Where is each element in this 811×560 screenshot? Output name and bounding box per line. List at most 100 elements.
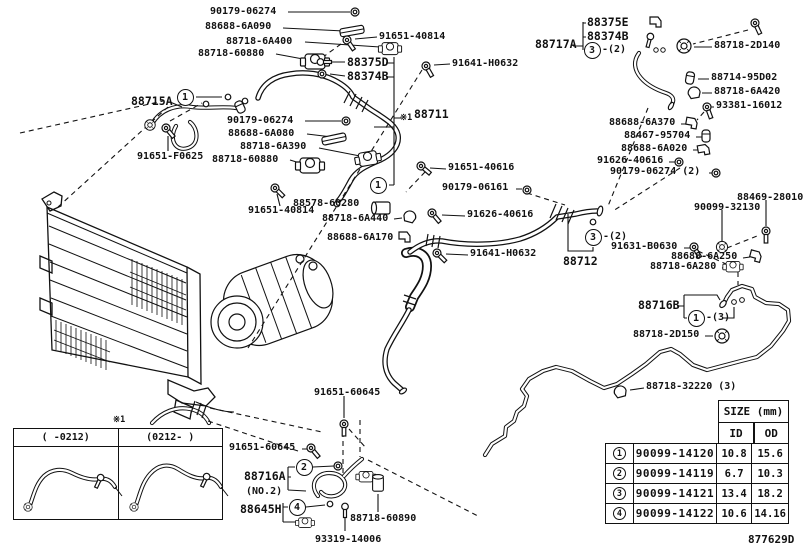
part-label: 88715A: [131, 94, 173, 108]
ref-number-circle: 2: [612, 467, 626, 481]
part-label: 93319-14006: [315, 534, 382, 545]
part-label: 93381-16012: [716, 100, 783, 111]
part-label: 88718-6A390: [240, 141, 307, 152]
size-table-cell-ref: 4: [605, 503, 634, 524]
size-table-id-header: ID: [718, 421, 754, 445]
dashed-reference-lines: [19, 29, 758, 517]
part-label: 90179-06161: [442, 182, 509, 193]
part-label: 88712: [563, 254, 598, 268]
part-label: 88718-6A280: [650, 261, 717, 272]
part-label: 88718-60880: [212, 154, 279, 165]
size-table-cell-id: 10.6: [715, 503, 753, 524]
size-table-cell-part_number: 90099-14121: [632, 483, 717, 504]
inset-header-late: (0212- ): [146, 432, 195, 443]
size-table-cell-part_number: 90099-14120: [632, 443, 717, 464]
size-table-cell-od: 15.6: [751, 443, 789, 464]
part-label: 91651-60645: [314, 387, 381, 398]
callout-quantity: -(2): [603, 231, 628, 242]
part-label: 90179-06274 (2): [610, 166, 701, 177]
size-table-cell-od: 14.16: [751, 503, 789, 524]
document-code: 877629D: [748, 533, 795, 546]
size-table-cell-od: 18.2: [751, 483, 789, 504]
part-label: ※1: [400, 113, 413, 123]
part-label: 88688-6A370: [609, 117, 676, 128]
size-table-cell-id: 13.4: [715, 483, 753, 504]
callout-circle: 3: [584, 228, 602, 246]
part-label: 88374B: [587, 29, 629, 43]
part-label: 91651-F0625: [137, 151, 204, 162]
size-table-od-header: OD: [753, 421, 789, 445]
part-label: 88688-6A090: [205, 21, 272, 32]
callout-circle: 1: [687, 309, 705, 327]
part-label: 88688-6A170: [327, 232, 394, 243]
ref-number-circle: 1: [612, 447, 626, 461]
part-label: 88688-6A020: [621, 143, 688, 154]
part-label: 90179-06274: [227, 115, 294, 126]
part-label: 88469-28010: [737, 192, 804, 203]
part-label: 91651-40814: [248, 205, 315, 216]
part-label: 90179-06274: [210, 6, 277, 17]
part-label: 88375D: [347, 55, 389, 69]
part-label: 88718-6A420: [714, 86, 781, 97]
refrigerant-pipes: [152, 53, 789, 496]
size-table-cell-ref: 3: [605, 483, 634, 504]
ref-number-circle: 4: [612, 507, 626, 521]
size-table-cell-od: 10.3: [751, 463, 789, 484]
inset-divider: [118, 429, 119, 519]
part-label: 88714-95D02: [711, 72, 778, 83]
part-label: 88375E: [587, 15, 629, 29]
part-label: 88716B: [638, 298, 680, 312]
size-table-cell-id: 10.8: [715, 443, 753, 464]
part-label: 88718-60880: [198, 48, 265, 59]
callout-quantity: -(2): [602, 44, 627, 55]
part-label: 88578-60280: [293, 198, 360, 209]
compressor-drawing: [210, 254, 334, 349]
part-label: 88718-60890: [350, 513, 417, 524]
part-label: 88711: [414, 107, 449, 121]
part-label: 88645H: [240, 502, 282, 516]
part-label: 91631-B0630: [611, 241, 678, 252]
part-label: 88374B: [347, 69, 389, 83]
part-label: 91626-40616: [467, 209, 534, 220]
part-label: 91626-40616: [597, 155, 664, 166]
part-label: 88717A: [535, 37, 577, 51]
part-label: 91641-H0632: [452, 58, 519, 69]
callout-circle: 1: [176, 88, 194, 106]
part-label: (NO.2): [246, 486, 283, 497]
part-label: 88718-6A400: [226, 36, 293, 47]
part-label: 91651-60645: [229, 442, 296, 453]
callout-quantity: -(3): [706, 312, 731, 323]
part-label: 88718-32220 (3): [646, 381, 737, 392]
callout-circle: 1: [369, 176, 387, 194]
size-table-cell-ref: 2: [605, 463, 634, 484]
part-label: 91651-40814: [379, 31, 446, 42]
size-table-cell-ref: 1: [605, 443, 634, 464]
part-label: 91641-H0632: [470, 248, 537, 259]
production-period-inset-box: ( -0212) (0212- ): [13, 428, 223, 520]
size-table-cell-part_number: 90099-14119: [632, 463, 717, 484]
callout-circle: 2: [295, 458, 313, 476]
callout-circle: 4: [288, 498, 306, 516]
part-label: 88467-95704: [624, 130, 691, 141]
inset-header-early: ( -0212): [14, 429, 119, 446]
part-label: 91651-40616: [448, 162, 515, 173]
part-label: 88718-2D150: [633, 329, 700, 340]
part-label: ※1: [113, 415, 126, 425]
callout-circle: 3: [583, 41, 601, 59]
size-table-title: SIZE (mm): [718, 400, 789, 423]
size-table-cell-part_number: 90099-14122: [632, 503, 717, 524]
size-table-cell-id: 6.7: [715, 463, 753, 484]
part-label: 88688-6A080: [228, 128, 295, 139]
condenser-drawing: [39, 191, 235, 420]
part-label: 88716A: [244, 469, 286, 483]
part-label: 88688-6A250: [671, 251, 738, 262]
part-label: 88718-6A440: [322, 213, 389, 224]
